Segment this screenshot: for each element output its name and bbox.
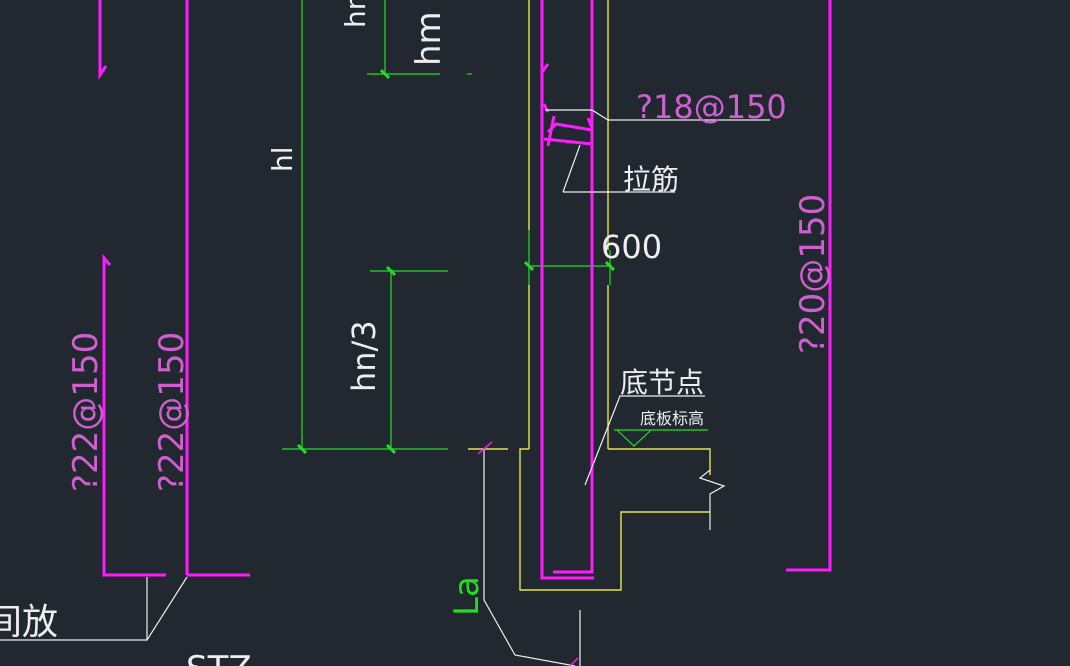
label-hm: hm [409,11,449,66]
left-rebar-inner [102,253,166,577]
label-rebar-left2: ?22@150 [152,332,192,492]
label-slab-elev: 底板标高 [640,409,704,428]
break-line [698,469,726,530]
label-hn3: hn/3 [345,320,383,392]
label-partial-left: 间放 [0,602,58,643]
label-600: 600 [601,228,662,266]
label-hm-top: hm [339,0,372,28]
label-rebar-left1: ?22@150 [66,332,106,492]
dimension-lines [282,0,708,450]
label-rebar-right: ?20@150 [793,194,833,354]
label-rebar-top: ?18@150 [636,88,787,126]
wall-rebars [540,0,594,580]
wall-outline [468,0,711,591]
left-leaders [0,576,188,641]
left-rebar-top-hook [98,0,108,80]
label-la: La [447,576,487,616]
label-hl: hl [266,146,299,172]
leaders [483,109,770,666]
right-rebar [786,0,832,572]
left-rebars [98,0,250,577]
label-tie: 拉筋 [623,163,679,196]
dimension-ticks [296,68,616,455]
label-bottom-node: 底节点 [620,366,704,399]
label-partial-bottom: STZ [186,649,252,666]
la-tick [477,441,579,666]
